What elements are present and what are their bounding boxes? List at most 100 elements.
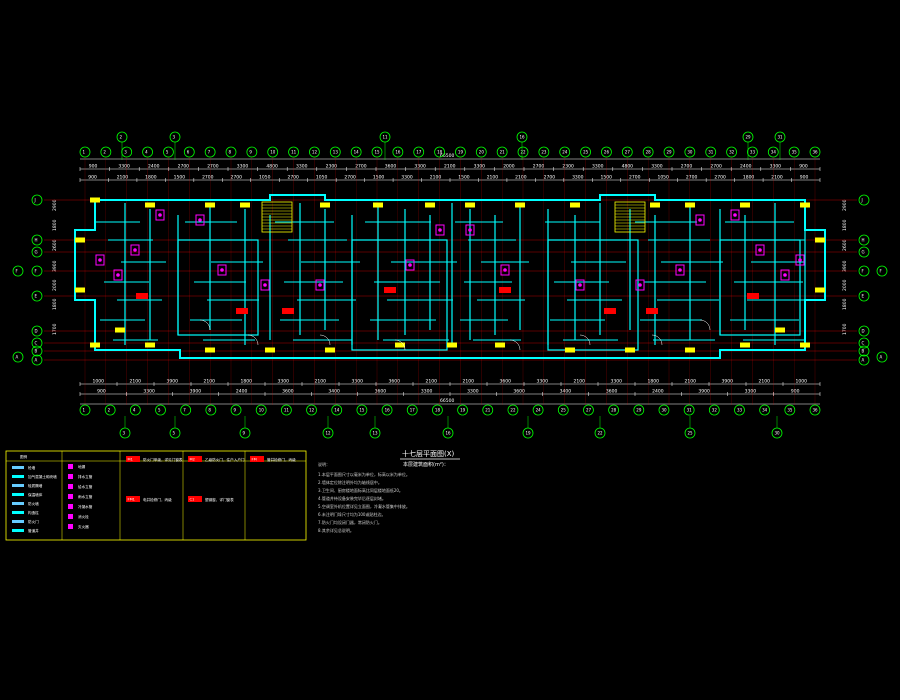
legend-col1-label: 砼墙 xyxy=(28,465,36,470)
sanitary-fixture xyxy=(315,279,325,291)
sanitary-fixture-dot xyxy=(198,218,202,222)
right-axis-bubble-C xyxy=(858,337,870,349)
bottom-axis-bubble-label: 1 xyxy=(83,408,86,413)
sanitary-fixture-dot xyxy=(798,258,802,262)
bottom-axis-bubble xyxy=(683,404,695,416)
left-axis-bubble-G-label: G xyxy=(35,250,38,255)
column xyxy=(240,202,250,208)
sanitary-fixture-dot xyxy=(758,248,762,252)
top-dim-row1-label: 3600 xyxy=(385,164,397,170)
sanitary-fixture xyxy=(780,269,790,281)
bottom-dim-row2-label: 3600 xyxy=(513,389,525,395)
column xyxy=(90,197,100,203)
room-tag xyxy=(499,287,511,293)
top-axis-bubble-upper-label: 3 xyxy=(173,135,176,140)
bottom-axis-bubble-lower xyxy=(442,427,454,439)
sanitary-fixture xyxy=(405,259,415,271)
bottom-axis-bubble-lower xyxy=(239,427,251,439)
bottom-axis-bubble-label: 28 xyxy=(611,408,617,413)
sanitary-fixture xyxy=(95,254,105,266)
bottom-axis-bubble xyxy=(406,404,418,416)
left-dim-label: 1700 xyxy=(52,323,58,335)
room-tag xyxy=(747,293,759,299)
top-axis-bubble-upper xyxy=(516,131,528,143)
bottom-dim-row1-label: 3600 xyxy=(389,379,401,385)
column xyxy=(625,347,635,353)
sanitary-fixture xyxy=(755,244,765,256)
sanitary-fixture xyxy=(635,279,645,291)
legend-col1-label: 保温墙体 xyxy=(28,492,43,497)
column xyxy=(75,287,85,293)
bottom-dim-row1-label: 1000 xyxy=(796,379,808,385)
legend-col2-label: 冷凝水管 xyxy=(78,504,93,509)
left-axis-bubble-F xyxy=(31,265,43,277)
bottom-axis-bubble-label: 4 xyxy=(133,408,136,413)
top-dim-row2-label: 2700 xyxy=(686,175,698,181)
notes-heading: 说明： xyxy=(318,461,330,467)
legend-tag-box xyxy=(188,456,202,462)
top-dim-row2-label: 2100 xyxy=(771,175,783,181)
bottom-axis-bubble xyxy=(658,404,670,416)
right-dim-label: 2900 xyxy=(842,199,848,211)
top-dim-row2-label: 1500 xyxy=(458,175,470,181)
right-axis-bubble-E xyxy=(858,290,870,302)
top-axis-bubble-label: 26 xyxy=(604,150,610,155)
sanitary-fixture xyxy=(195,214,205,226)
right-dim-label: 3900 xyxy=(842,260,848,272)
note-line: 6.未注明门垛尺寸均为100或贴柱边。 xyxy=(318,511,385,517)
right-dim-label: 2000 xyxy=(842,279,848,291)
bottom-dim-row1-label: 1800 xyxy=(648,379,660,385)
legend-swatch xyxy=(12,511,24,514)
left-axis-bubble-J-label: J xyxy=(34,198,36,203)
column xyxy=(515,202,525,208)
left-axis-bubble-H-label: H xyxy=(35,238,38,243)
bottom-axis-bubble xyxy=(255,404,267,416)
bottom-axis-bubble-label: 21 xyxy=(485,408,491,413)
column xyxy=(775,327,785,333)
note-line: 8.其余详见总说明。 xyxy=(318,527,354,533)
top-dim-row2-label: 2700 xyxy=(344,175,356,181)
top-axis-bubble-upper xyxy=(379,131,391,143)
legend-tag-code: M1 xyxy=(128,458,133,462)
left-axis-bubble-A xyxy=(31,354,43,366)
right-axis-bubble-outer-label: A xyxy=(880,355,883,360)
top-axis-bubble-label: 33 xyxy=(750,150,756,155)
top-axis-bubble-label: 9 xyxy=(249,150,252,155)
top-dim-row1-label: 900 xyxy=(799,164,808,170)
bottom-axis-bubble xyxy=(457,404,468,416)
legend-col1-label: 防火门 xyxy=(28,519,39,524)
bottom-axis-bubble xyxy=(129,404,141,416)
top-axis-bubble-label: 13 xyxy=(333,150,339,155)
sanitary-fixture xyxy=(155,209,165,221)
top-dim-row1-label: 2000 xyxy=(503,164,515,170)
bottom-dim-row2-label: 2400 xyxy=(652,389,664,395)
sanitary-fixture xyxy=(695,214,705,226)
top-axis-bubble-label: 6 xyxy=(187,150,190,155)
right-axis-bubble-J-label: J xyxy=(861,198,863,203)
top-axis-bubble-label: 19 xyxy=(458,150,464,155)
right-axis-bubble-outer-label: F xyxy=(880,269,883,274)
sanitary-fixture xyxy=(465,224,475,236)
door-swing xyxy=(579,334,591,346)
top-dim-row1-label: 4800 xyxy=(266,164,278,170)
left-axis-bubble-B-label: B xyxy=(35,349,38,354)
bottom-axis-bubble xyxy=(180,404,192,416)
top-axis-bubble-label: 15 xyxy=(375,150,381,155)
column xyxy=(447,342,457,348)
left-axis-bubble-C xyxy=(31,337,43,349)
legend-tag-text: 塑钢窗，详门窗表 xyxy=(205,497,234,502)
bottom-axis-bubble-label: 7 xyxy=(183,408,186,413)
legend-tag-code: FM1 xyxy=(128,498,135,502)
legend-tag-text: 管井检修门，丙级 xyxy=(267,457,296,462)
legend-symbol xyxy=(68,514,73,519)
legend-symbol xyxy=(68,464,73,469)
top-dim-row1-label: 2700 xyxy=(681,164,693,170)
right-axis-bubble-E-label: E xyxy=(862,294,865,299)
note-line: 1.本层平面图尺寸以毫米为单位，标高以米为单位。 xyxy=(318,471,410,477)
bottom-axis-bubble-lower xyxy=(369,427,381,439)
column xyxy=(205,202,215,208)
top-axis-bubble-label: 31 xyxy=(708,150,714,155)
room-tag xyxy=(236,308,248,314)
bottom-axis-bubble-label: 17 xyxy=(410,408,416,413)
